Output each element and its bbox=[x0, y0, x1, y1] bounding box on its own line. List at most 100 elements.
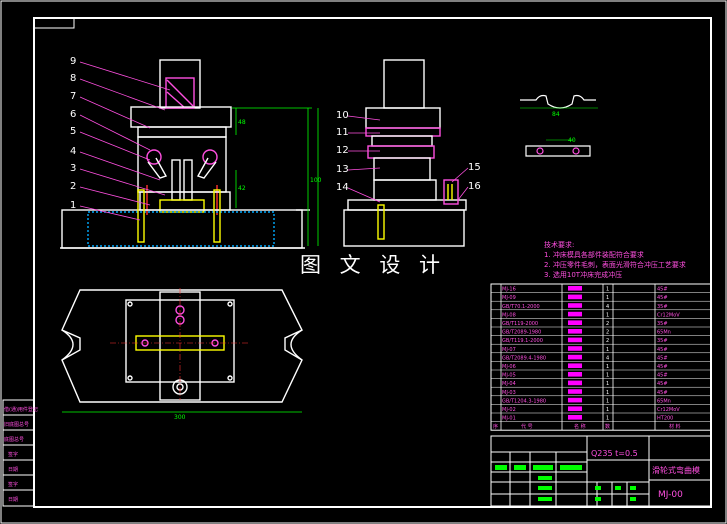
bom-code: MJ-02 bbox=[502, 407, 516, 413]
bom-code: GB/T119-2000 bbox=[502, 321, 538, 327]
part-label-4: 4 bbox=[70, 146, 76, 157]
part-label-2: 2 bbox=[70, 181, 76, 192]
dim-front-top: 48 bbox=[238, 119, 246, 126]
bom-material: 45# bbox=[657, 364, 668, 370]
bom-qty: 1 bbox=[606, 373, 609, 379]
bom-name-fill bbox=[568, 337, 582, 343]
side-view bbox=[343, 59, 467, 247]
bom-code: MJ-09 bbox=[502, 295, 516, 301]
side-leaders bbox=[347, 115, 469, 203]
stamp-row-3: 签字 bbox=[8, 451, 18, 458]
part-label-6: 6 bbox=[70, 109, 76, 120]
bom-qty: 1 bbox=[606, 390, 609, 396]
side-stamp-labels: 借(通)用件登记 旧底图总号 底图总号 签字 日期 签字 日期 bbox=[4, 406, 38, 503]
tech-requirement-3: 3. 选用10T冲床完成冲压 bbox=[544, 271, 623, 279]
part-label-12: 12 bbox=[336, 145, 349, 156]
stamp-row-5: 签字 bbox=[8, 481, 18, 488]
tech-requirements: 技术要求: 1. 冲床模具各部件装配符合要求 2. 冲压零件毛刺，表面光滑符合冲… bbox=[544, 240, 686, 280]
side-stamp-column bbox=[2, 399, 35, 507]
bom-material: 35# bbox=[657, 304, 668, 310]
bom-name-fill bbox=[568, 363, 582, 368]
stamp-row-6: 日期 bbox=[8, 497, 18, 503]
bom-name-fill bbox=[568, 397, 582, 403]
part-label-7: 7 bbox=[70, 91, 76, 102]
corner-tag-box bbox=[33, 17, 75, 29]
bom-header-col5: 材 料 bbox=[669, 423, 681, 430]
stamp-row-2: 底图总号 bbox=[4, 436, 24, 443]
bom-name-fill bbox=[568, 372, 582, 377]
bom-material: 35# bbox=[657, 321, 668, 327]
part-label-9: 9 bbox=[70, 56, 76, 67]
bom-name-fill bbox=[568, 346, 582, 351]
front-view bbox=[60, 59, 310, 249]
part-label-10: 10 bbox=[336, 110, 349, 121]
stamp-row-1: 旧底图总号 bbox=[4, 421, 29, 428]
bom-qty: 1 bbox=[606, 407, 609, 413]
dim-blank-inner: 40 bbox=[568, 137, 576, 144]
part-label-14: 14 bbox=[336, 182, 349, 193]
bom-code: GB/T2089-1980 bbox=[502, 330, 541, 336]
part-label-5: 5 bbox=[70, 126, 76, 137]
bom-qty: 2 bbox=[606, 330, 609, 336]
bom-material: 45# bbox=[657, 355, 668, 361]
part-sketch bbox=[520, 94, 598, 157]
part-label-8: 8 bbox=[70, 73, 76, 84]
bom-code: MJ-08 bbox=[502, 312, 516, 318]
bom-qty: 1 bbox=[606, 398, 609, 404]
tech-requirement-1: 1. 冲床模具各部件装配符合要求 bbox=[544, 251, 644, 259]
bom-qty: 1 bbox=[606, 312, 609, 318]
bom-code: GB/T119.1-2000 bbox=[502, 338, 543, 344]
tech-requirements-title: 技术要求: bbox=[544, 241, 575, 249]
bom-material: 45# bbox=[657, 347, 668, 353]
bom-material: 45# bbox=[657, 390, 668, 396]
bom-qty: 1 bbox=[606, 347, 609, 353]
bom-material: 65Mn bbox=[657, 398, 671, 404]
bom-qty: 4 bbox=[606, 304, 609, 310]
dim-front-height: 100 bbox=[310, 177, 322, 184]
title-block bbox=[490, 435, 712, 507]
bom-frame bbox=[490, 283, 712, 431]
title-block-drawing-no: MJ-00 bbox=[658, 490, 683, 500]
part-label-11: 11 bbox=[336, 127, 349, 138]
bom-qty: 1 bbox=[606, 381, 609, 387]
plan-view bbox=[61, 289, 303, 413]
bom-code: MJ-03 bbox=[502, 390, 516, 396]
bom-qty: 1 bbox=[606, 295, 609, 301]
front-leaders bbox=[79, 61, 171, 221]
title-block-name: 滑轮式弯曲模 bbox=[652, 465, 700, 475]
bom-code: GB/T1204.3-1980 bbox=[502, 398, 546, 404]
watermark-text: 图 文 设 计 bbox=[300, 253, 447, 277]
plan-centerlines bbox=[110, 288, 250, 400]
bom-code: MJ-01 bbox=[502, 416, 516, 422]
bom-material: Cr12MoV bbox=[657, 312, 680, 318]
part-label-16: 16 bbox=[468, 181, 481, 192]
dim-blank-width: 84 bbox=[552, 111, 560, 118]
bom-code: GB/T2089.4-1980 bbox=[502, 355, 546, 361]
bom-qty: 2 bbox=[606, 321, 609, 327]
bom-material: 45# bbox=[657, 287, 668, 293]
bom-name-fill bbox=[568, 415, 582, 420]
bom-name-fill bbox=[568, 294, 582, 300]
bom-name-fill bbox=[568, 286, 582, 291]
front-dimension-text: 48 42 100 bbox=[238, 119, 322, 192]
bom-material: 45# bbox=[657, 295, 668, 301]
tech-requirement-2: 2. 冲压零件毛刺，表面光滑符合冲压工艺要求 bbox=[544, 261, 686, 269]
front-part-numbers: 9 8 7 6 5 4 3 2 1 bbox=[70, 56, 76, 211]
bom-header-col4: 数 bbox=[605, 423, 610, 430]
bom-name-fill bbox=[568, 311, 582, 317]
stamp-row-0: 借(通)用件登记 bbox=[4, 406, 38, 413]
dim-front-mid: 42 bbox=[238, 185, 246, 192]
bom-qty: 1 bbox=[606, 416, 609, 422]
bom-name-fill bbox=[568, 389, 582, 394]
part-label-1: 1 bbox=[70, 200, 76, 211]
front-dimensions bbox=[232, 107, 312, 246]
bom-qty: 1 bbox=[606, 287, 609, 293]
sheet-inner-frame bbox=[33, 17, 712, 508]
title-block-fills bbox=[495, 465, 636, 501]
bom-code: MJ-06 bbox=[502, 364, 516, 370]
stamp-row-4: 日期 bbox=[8, 467, 18, 473]
bom-name-fill bbox=[568, 303, 582, 308]
